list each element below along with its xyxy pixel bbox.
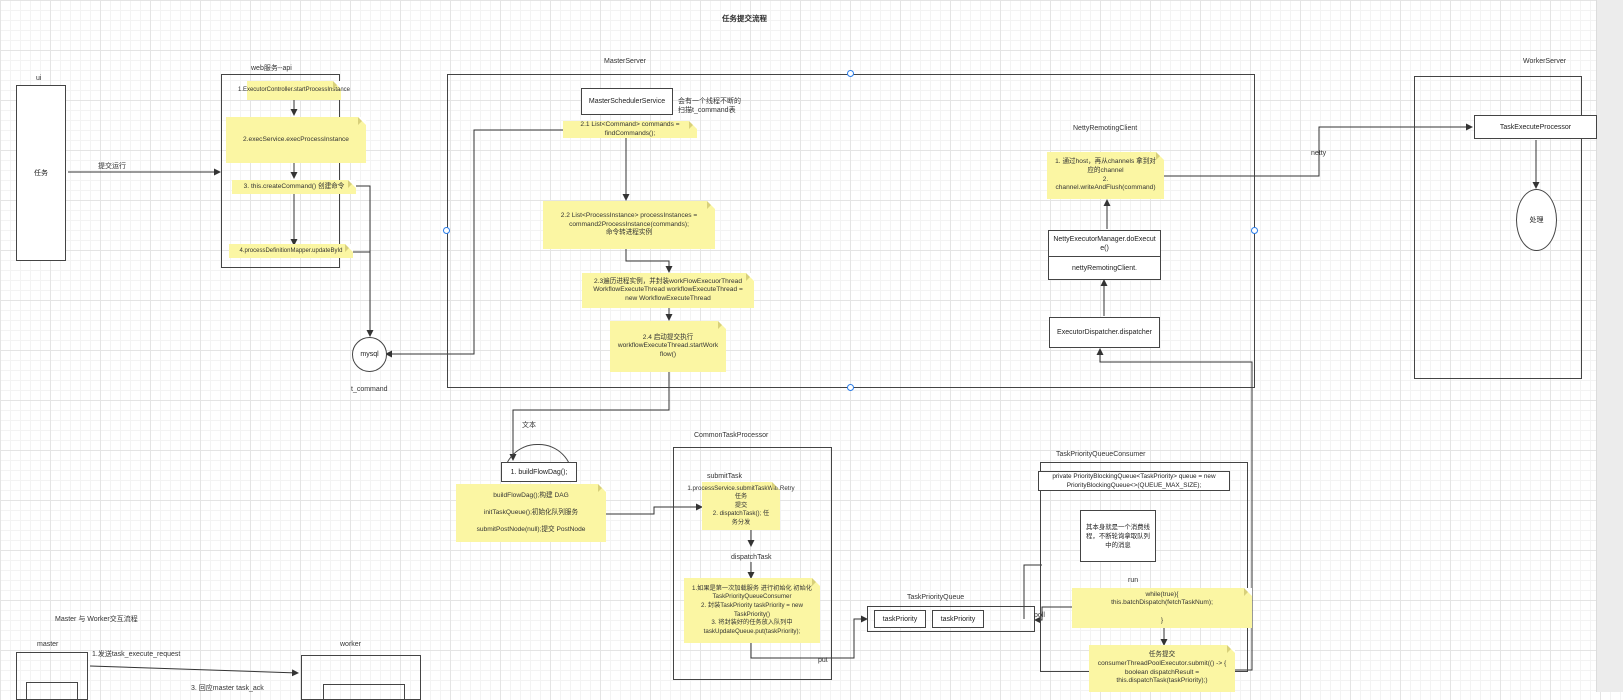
resize-handle-bottom[interactable] <box>847 384 854 391</box>
edge-24-down <box>509 372 670 461</box>
netty-remoting-client-box: nettyRemotingClient. <box>1048 256 1161 280</box>
executor-dispatcher-box: ExecutorDispatcher.dispatcher <box>1049 317 1160 348</box>
interaction-master-inner <box>26 682 78 700</box>
interaction-worker-inner <box>323 684 405 700</box>
api-note-1: 1.ExecutorController.startProcessInstanc… <box>238 81 350 100</box>
worker-process-node: 处理 <box>1516 189 1557 251</box>
netty-send-note: 1. 通过host，再从channels 拿到对 应的channel 2. ch… <box>1047 152 1164 199</box>
run-label: run <box>1128 577 1139 584</box>
api-note-2: 2.execService.execProcessInstance <box>226 117 366 163</box>
api-note-4: 4.processDefinitionMapper.updateById <box>229 244 353 258</box>
common-task-processor-label: CommonTaskProcessor <box>694 432 769 439</box>
api-container <box>221 74 340 268</box>
resize-handle-top[interactable] <box>847 70 854 77</box>
api-note-3: 3. this.createCommand() 创建命令 <box>232 180 356 194</box>
interaction-step-1: 1.发送task_execute_request <box>92 651 181 658</box>
task-priority-queue-label: TaskPriorityQueue <box>907 594 965 601</box>
step-2-2-note: 2.2 List<ProcessInstance> processInstanc… <box>543 201 715 249</box>
mysql-db: mysql <box>352 337 387 372</box>
ui-label: ui <box>36 75 42 82</box>
submit-task-note: 1.processService.submitTaskWithRetry 任务 … <box>687 482 795 530</box>
poll-label: poll <box>1034 612 1045 619</box>
consumer-container <box>1040 462 1248 672</box>
dispatch-task-label: dispatchTask <box>731 554 772 561</box>
t-command-label: t_command <box>351 386 388 393</box>
common-task-processor-container <box>673 447 832 680</box>
consumer-description-box: 其本身就是一个消费线 程，不断轮询拿取队列 中的消息 <box>1080 510 1156 562</box>
edge-netty-worker <box>1164 123 1473 177</box>
step-2-3-note: 2.3遍历进程实例，并封装workFlowExecuorThread Workf… <box>582 273 754 308</box>
task-priority-queue-container <box>867 606 1035 632</box>
diagram-title: 任务提交流程 <box>722 14 767 23</box>
master-scheduler-service: MasterSchedulerService <box>581 88 673 115</box>
api-label: web服务--api <box>251 65 292 72</box>
consumer-submit-note: 任务提交 consumerThreadPoolExecutor.submit((… <box>1089 645 1235 692</box>
edge-poll2 <box>1023 564 1042 619</box>
consumer-loop-note: while(true){ this.batchDispatch(fetchTas… <box>1072 588 1252 628</box>
interaction-worker-label: worker <box>340 641 362 648</box>
scheduler-comment: 会有一个线程不断的 扫描t_command表 <box>678 98 741 114</box>
worker-server-container <box>1414 76 1582 379</box>
edge-master-worker-1 <box>89 665 299 677</box>
step-2-1-note: 2.1 List<Command> commands = findCommand… <box>563 121 697 138</box>
submit-task-label: submitTask <box>707 473 743 480</box>
interaction-title: Master 与 Worker交互流程 <box>55 616 138 623</box>
dispatch-task-note: 1.如果是第一次加载服务 进行初始化 初始化 TaskPriorityQueue… <box>684 578 820 643</box>
netty-edge-label: netty <box>1311 150 1327 157</box>
put-label: put <box>818 657 828 664</box>
submit-run-label: 提交运行 <box>98 163 126 170</box>
worker-server-label: WorkerServer <box>1523 58 1567 65</box>
build-flow-dag-box: 1. buildFlowDag(); <box>501 462 577 482</box>
task-priority-item-2: taskPriority <box>932 610 984 628</box>
queue-declaration-box: private PriorityBlockingQueue<TaskPriori… <box>1038 471 1230 491</box>
edge-22-23 <box>625 249 673 273</box>
netty-executor-manager-box: NettyExecutorManager.doExecut e() <box>1048 230 1161 257</box>
edge-put <box>750 615 868 659</box>
resize-handle-right[interactable] <box>1251 227 1258 234</box>
step-2-4-note: 2.4 启动提交执行 workflowExecuteThread.startWo… <box>610 321 726 372</box>
master-server-label: MasterServer <box>604 58 647 65</box>
edge-dag-to-ctp <box>606 503 703 515</box>
edge-scan-to-mysql <box>385 129 563 358</box>
task-execute-processor-box: TaskExecuteProcessor <box>1474 115 1597 139</box>
task-priority-item-1: taskPriority <box>874 610 926 628</box>
right-sidebar <box>1596 0 1623 692</box>
ui-task-box: 任务 <box>16 85 66 261</box>
edge-submit-dispatcher <box>1096 348 1253 671</box>
text-label: 文本 <box>522 422 536 429</box>
interaction-master-label: master <box>37 641 59 648</box>
resize-handle-left[interactable] <box>443 227 450 234</box>
interaction-step-3: 3. 回应master task_ack <box>191 685 264 692</box>
edge-poll <box>1034 606 1072 624</box>
consumer-label: TaskPriorityQueueConsumer <box>1056 451 1146 458</box>
netty-remoting-client-label: NettyRemotingClient <box>1073 125 1138 132</box>
edge-api-to-mysql <box>356 185 374 337</box>
build-dag-note: buildFlowDag();构建 DAG initTaskQueue();初始… <box>456 484 606 542</box>
